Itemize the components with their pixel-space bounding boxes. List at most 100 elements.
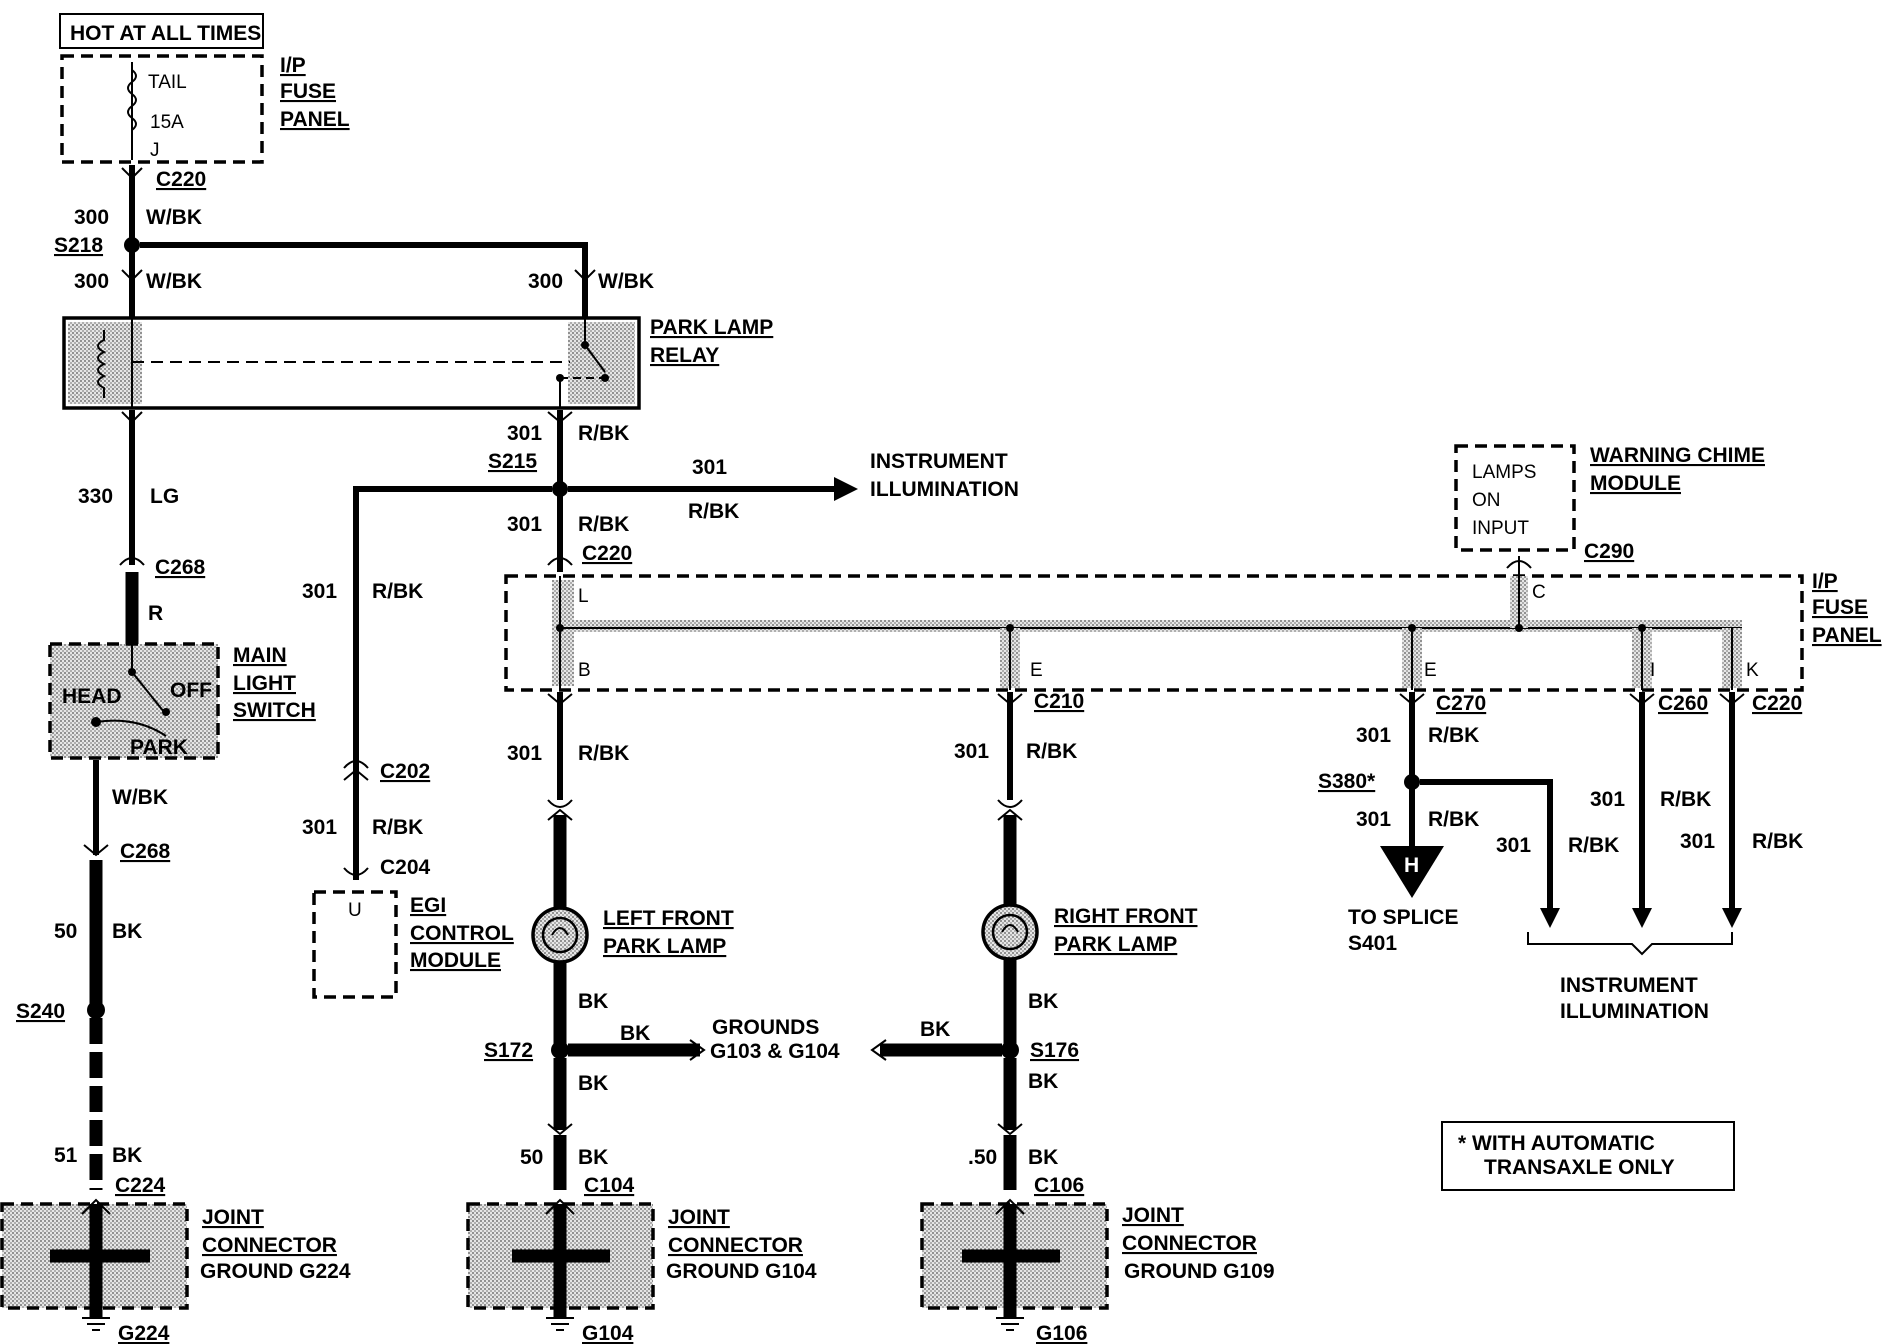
instrument-brace <box>1527 932 1733 956</box>
connector-c210: C210 <box>1034 690 1084 713</box>
svg-text:* WITH AUTOMATIC: * WITH AUTOMATIC <box>1458 1132 1655 1155</box>
wire-number: 301 <box>1496 834 1531 857</box>
wire-number: 301 <box>302 580 337 603</box>
wire-color: LG <box>150 485 179 508</box>
ip-fuse-panel-top: TAIL 15A J I/P FUSE PANEL <box>60 54 350 164</box>
wire-color: R/BK <box>372 580 423 603</box>
main-switch-label-1: MAIN <box>233 644 287 667</box>
instrument-top-1: INSTRUMENT <box>870 450 1008 473</box>
connector-c106: C106 <box>1034 1174 1084 1197</box>
wire-number: 50 <box>520 1146 543 1169</box>
fuse-right-label-1: I/P <box>1812 570 1838 593</box>
wire-color: BK <box>1028 1146 1058 1169</box>
wire-color: BK <box>112 1144 142 1167</box>
egi-control-module: U <box>312 890 398 999</box>
wire-301-right-lamp <box>997 692 1023 808</box>
joint3-label-3: GROUND G109 <box>1124 1260 1275 1283</box>
splice-s240-label: S240 <box>16 1000 65 1023</box>
svg-text:H: H <box>1404 854 1419 877</box>
joint2-label-3: GROUND G104 <box>666 1260 817 1283</box>
ground-g104-label: G104 <box>582 1322 634 1344</box>
main-switch-label-3: SWITCH <box>233 699 316 722</box>
wire-color: R/BK <box>1752 830 1803 853</box>
wire-color: R/BK <box>1660 788 1711 811</box>
note-box: * WITH AUTOMATIC TRANSAXLE ONLY <box>1441 1121 1735 1191</box>
wire-color: W/BK <box>598 270 654 293</box>
wire-number: 301 <box>1680 830 1715 853</box>
wire-number: 50 <box>54 920 77 943</box>
wire-color: W/BK <box>146 206 202 229</box>
chime-label-1: WARNING CHIME <box>1590 444 1765 467</box>
wire-number: 300 <box>528 270 563 293</box>
wire-color: R/BK <box>1428 724 1479 747</box>
svg-text:PARK: PARK <box>130 736 188 759</box>
hot-at-all-times-box: HOT AT ALL TIMES <box>59 13 264 49</box>
joint3-label-2: CONNECTOR <box>1122 1232 1257 1255</box>
joint1-label-3: GROUND G224 <box>200 1260 351 1283</box>
wire-color: BK <box>920 1018 950 1041</box>
left-lamp-label-1: LEFT FRONT <box>603 907 734 930</box>
ip-fuse-panel-right: L B E E C I K <box>504 574 1804 692</box>
joint2-label-1: JOINT <box>668 1206 730 1229</box>
svg-text:FUSE: FUSE <box>280 80 336 103</box>
wire-301-c260-branch <box>1629 692 1655 928</box>
connector-mark <box>547 808 573 821</box>
joint3-label-1: JOINT <box>1122 1204 1184 1227</box>
splice-s176 <box>1001 1041 1019 1059</box>
connector-c220-top: C220 <box>156 168 206 191</box>
wire-color: R/BK <box>578 513 629 536</box>
connector-c268-b: C268 <box>120 840 171 863</box>
wire-color: BK <box>112 920 142 943</box>
svg-text:B: B <box>578 660 591 681</box>
wire-color: R/BK <box>578 422 629 445</box>
right-lamp-label-2: PARK LAMP <box>1054 933 1177 956</box>
svg-text:U: U <box>348 900 362 921</box>
connector-c104: C104 <box>584 1174 635 1197</box>
svg-text:J: J <box>150 140 160 161</box>
connector-c224: C224 <box>115 1174 166 1197</box>
svg-text:E: E <box>1030 660 1043 681</box>
joint-connector-g109 <box>920 1198 1109 1331</box>
relay-label-2: RELAY <box>650 344 719 367</box>
splice-s218 <box>124 237 140 253</box>
wire-number: 330 <box>78 485 113 508</box>
splice-s380-label: S380* <box>1318 770 1376 793</box>
svg-text:C: C <box>1532 582 1546 603</box>
grounds-label-1: GROUNDS <box>712 1016 819 1039</box>
connector-mark <box>997 808 1023 821</box>
wire-301-c220-branch <box>1719 692 1745 928</box>
svg-text:I: I <box>1650 660 1655 681</box>
splice-label-2: S401 <box>1348 932 1397 955</box>
joint-connector-g224 <box>0 1198 189 1331</box>
left-front-park-lamp <box>531 906 589 964</box>
wire-color: BK <box>1028 990 1058 1013</box>
splice-label-1: TO SPLICE <box>1348 906 1458 929</box>
connector-c204: C204 <box>380 856 431 879</box>
wire-number: 301 <box>1590 788 1625 811</box>
splice-s172 <box>551 1041 569 1059</box>
warning-chime-module: LAMPS ON INPUT <box>1454 444 1576 576</box>
chime-label-2: MODULE <box>1590 472 1681 495</box>
splice-s172-label: S172 <box>484 1039 533 1062</box>
wire-number: 301 <box>692 456 727 479</box>
svg-text:HEAD: HEAD <box>62 685 122 708</box>
wire-color: BK <box>578 990 608 1013</box>
joint2-label-2: CONNECTOR <box>668 1234 803 1257</box>
right-lamp-label-1: RIGHT FRONT <box>1054 905 1198 928</box>
wire-color: R/BK <box>578 742 629 765</box>
connector-c220-right: C220 <box>1752 692 1802 715</box>
connector-c270: C270 <box>1436 692 1486 715</box>
wire-color: W/BK <box>112 786 168 809</box>
wire-color: R/BK <box>688 500 739 523</box>
connector-c268-a: C268 <box>155 556 206 579</box>
ground-g106-label: G106 <box>1036 1322 1087 1344</box>
svg-text:TAIL: TAIL <box>148 72 187 93</box>
svg-text:TRANSAXLE ONLY: TRANSAXLE ONLY <box>1484 1156 1675 1179</box>
wire-301-left-lamp <box>547 692 573 808</box>
wire-number: 301 <box>302 816 337 839</box>
instrument-top-2: ILLUMINATION <box>870 478 1019 501</box>
wire-number: 51 <box>54 1144 78 1167</box>
instrument-bottom-2: ILLUMINATION <box>1560 1000 1709 1023</box>
splice-s215-label: S215 <box>488 450 537 473</box>
